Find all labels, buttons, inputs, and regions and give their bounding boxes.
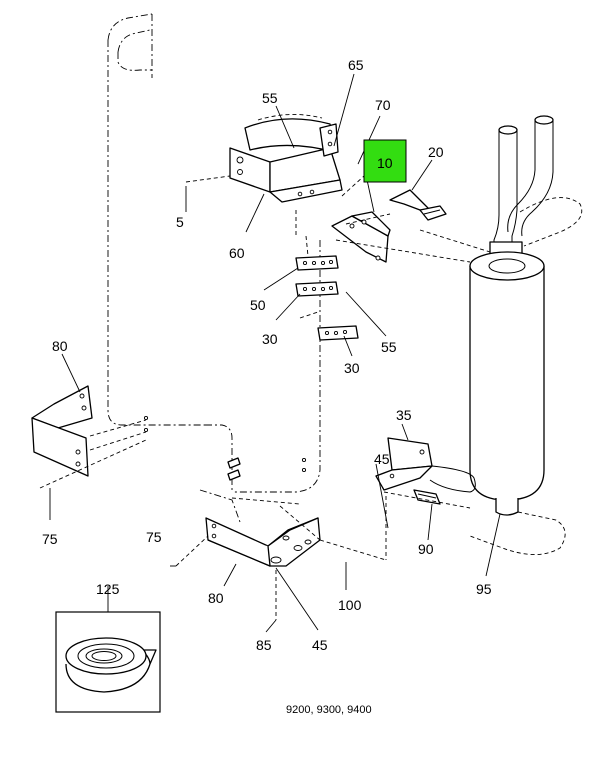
callout-65: 65 [348,57,364,73]
bracket-10 [331,211,391,263]
callout-20: 20 [428,144,444,160]
callout-80-bottom: 80 [208,590,224,606]
bracket-35 [375,437,476,493]
callout-60: 60 [229,245,245,261]
callout-30-upper: 30 [262,331,278,347]
plate-30-lower [317,325,359,341]
leader-lines [49,73,501,633]
strap-90 [413,489,441,505]
exhaust-pipes [489,115,583,263]
callout-75-left: 75 [42,531,58,547]
connection-lines [39,175,491,620]
callout-95: 95 [476,581,492,597]
strap-20 [389,189,447,221]
plate-30-upper [295,281,339,297]
callout-30-lower: 30 [344,360,360,376]
bracket-80-bottom [205,517,321,567]
callout-100: 100 [338,597,362,613]
callout-85: 85 [256,637,272,653]
callout-55-right: 55 [381,339,397,355]
callout-45-right: 45 [374,451,390,467]
callout-125: 125 [96,581,120,597]
callout-50: 50 [250,297,266,313]
bracket-60 [229,113,343,203]
callout-75-bottom: 75 [146,529,162,545]
inset-125 [55,611,161,713]
callout-35: 35 [396,407,412,423]
callout-80-left: 80 [52,338,68,354]
bracket-80-left [31,385,149,477]
model-caption: 9200, 9300, 9400 [286,704,372,716]
callout-10: 10 [377,155,393,171]
callout-45-bottom: 45 [312,637,328,653]
callout-55-top: 55 [262,90,278,106]
frame-rail-outline [107,13,321,523]
callout-70: 70 [375,97,391,113]
plate-50 [295,255,339,271]
callout-90: 90 [418,541,434,557]
callout-5: 5 [176,214,184,230]
highlight-box [363,139,407,183]
studs [227,457,307,481]
callouts: 5 10 20 30 30 35 45 45 50 55 55 60 65 70… [42,57,492,716]
muffler-95 [469,251,566,555]
